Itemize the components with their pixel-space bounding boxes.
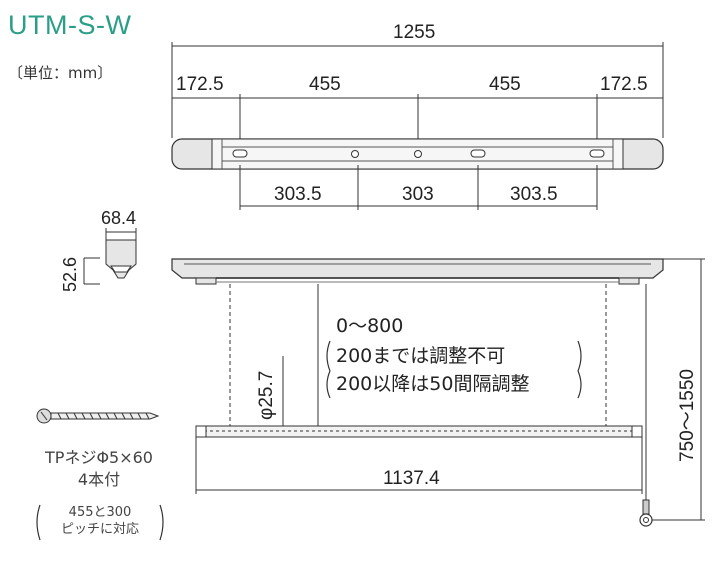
pipe-diameter-label: φ25.7	[256, 370, 277, 420]
note-brackets	[36, 340, 582, 541]
screw-count-label: 4本付	[77, 470, 121, 489]
model-name: UTM-S-W	[8, 10, 132, 40]
segment-dimension-line	[172, 94, 663, 145]
adjust-note-1: 200までは調整不可	[336, 345, 506, 367]
pitch-label-1: 303.5	[274, 184, 322, 205]
segment-label-3: 455	[489, 74, 521, 95]
screw-spec-label: TPネジΦ5×60	[45, 448, 153, 467]
pull-cord	[639, 284, 653, 527]
rail-top-view	[171, 138, 664, 170]
adjust-note-2: 200以降は50間隔調整	[336, 373, 530, 395]
overall-dimension-line	[171, 42, 664, 138]
segment-label-1: 172.5	[176, 74, 224, 95]
pitch-dimension-line	[239, 165, 598, 210]
unit-label: 〔単位：mm〕	[8, 64, 113, 82]
segment-label-4: 172.5	[600, 74, 648, 95]
adjust-range-label: 0〜800	[336, 315, 404, 337]
profile-height-label: 52.6	[60, 256, 80, 292]
total-height-label: 750〜1550	[677, 369, 698, 462]
profile-width-label: 68.4	[101, 208, 137, 228]
pitch-label-2: 303	[402, 184, 434, 205]
screw-icon	[36, 408, 160, 424]
overall-length-label: 1255	[393, 22, 436, 43]
total-height-dimension	[652, 258, 705, 521]
hanging-wires	[229, 284, 607, 436]
screw-pitch-note-1: 455と300	[68, 505, 132, 520]
segment-label-2: 455	[309, 74, 341, 95]
hanging-pipe	[195, 425, 643, 438]
screw-pitch-note-2: ピッチに対応	[60, 522, 139, 537]
pipe-length-label: 1137.4	[383, 468, 440, 489]
pitch-label-3: 303.5	[510, 184, 558, 205]
rail-profile	[83, 228, 137, 285]
rail-front-view	[171, 258, 664, 285]
pipe-length-dimension	[195, 437, 643, 494]
